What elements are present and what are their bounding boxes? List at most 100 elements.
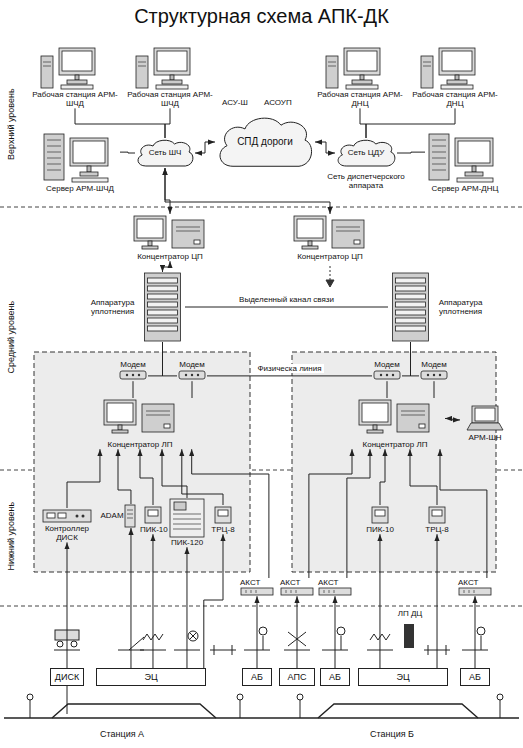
caption-group: АБ <box>251 672 263 682</box>
node-caption: Модем <box>419 360 449 369</box>
icon-dot <box>138 374 140 376</box>
symbol-line <box>190 633 197 640</box>
device-node: Сервер АРМ-ДНЦ <box>425 130 505 193</box>
icon-line <box>127 514 133 515</box>
akst-icon <box>458 587 492 596</box>
icon-part <box>41 56 53 88</box>
icon-dot <box>392 374 394 376</box>
symbol-line <box>263 636 264 650</box>
node-caption: ПИК-120 <box>168 538 206 547</box>
device-node: Модем <box>419 360 449 381</box>
caption-group: ТРЦ-8 <box>420 525 454 534</box>
caption-group: АКСТ <box>280 578 314 587</box>
caption-group: Модем <box>177 360 207 369</box>
akst-icon <box>318 587 352 596</box>
connector <box>410 449 437 505</box>
modem-icon <box>118 369 148 381</box>
icon-part <box>465 172 483 176</box>
node-caption: Модем <box>372 360 402 369</box>
icon-part <box>367 430 383 433</box>
icon-part <box>148 302 178 307</box>
connector <box>257 596 258 668</box>
icon-line <box>432 146 446 147</box>
device-node: АКСТ <box>458 578 492 596</box>
icon-part <box>61 85 93 89</box>
icon-part <box>148 326 178 331</box>
caption-group: ПИК-10 <box>140 525 166 534</box>
icon-part <box>375 510 385 516</box>
symbol-line <box>428 645 429 655</box>
connector <box>379 534 380 668</box>
network-cloud: Сеть ШЧ <box>135 138 195 168</box>
icon-line <box>127 518 133 519</box>
icon-line <box>286 590 287 593</box>
icon-part <box>332 220 364 248</box>
icon-part <box>47 513 55 518</box>
icon-part <box>396 278 426 283</box>
device-node: Концентратор ЦП <box>280 214 380 261</box>
device-node: ПИК-10 <box>140 505 166 534</box>
icon-part <box>72 178 108 182</box>
icon-line <box>176 227 200 228</box>
connector <box>192 381 193 398</box>
symbol-line <box>341 636 342 650</box>
icon-part <box>70 138 108 166</box>
icon-dot <box>380 374 382 376</box>
icon-line <box>138 66 146 67</box>
sensor-wire <box>67 686 68 714</box>
symbol-line <box>300 700 301 718</box>
node-caption: ЭЦ <box>396 672 409 682</box>
icon-dot <box>427 374 429 376</box>
caption-group: АКСТ <box>240 578 274 587</box>
icon-part <box>475 408 495 421</box>
caption-group: ЭЦ <box>396 672 409 682</box>
device-node: АКСТ <box>280 578 314 596</box>
node-caption: Модем <box>177 360 207 369</box>
symbol-line <box>232 645 233 655</box>
device-node: Аппаратура уплотнения <box>85 272 185 342</box>
node-caption: ПИК-10 <box>365 525 395 534</box>
level-label: Нижний уровень <box>6 476 16 596</box>
node-caption: Аппаратура уплотнения <box>85 298 140 316</box>
caption-group: ДИСК <box>55 672 79 682</box>
icon-dot <box>439 374 441 376</box>
icon-part <box>148 310 178 315</box>
connector <box>148 342 163 376</box>
icon-line <box>469 590 470 593</box>
icon-line <box>328 62 336 63</box>
signal-head <box>237 694 243 700</box>
caption-group: Контроллер ДИСК <box>38 524 96 542</box>
icon-line <box>176 231 200 232</box>
caption-group: АРМ-ШН <box>460 433 510 442</box>
ws-icon <box>410 46 500 90</box>
icon-part <box>472 406 498 423</box>
icon-part <box>218 510 228 516</box>
node-caption: АКСТ <box>280 578 314 587</box>
ws-icon <box>125 46 215 90</box>
signal-head <box>27 694 33 700</box>
connector <box>130 528 131 668</box>
icon-dot <box>126 374 128 376</box>
connector <box>397 152 425 154</box>
pik-icon <box>365 505 395 525</box>
caption-group: ПИК-10 <box>365 525 395 534</box>
connector <box>434 381 435 398</box>
annotation-label: Сеть диспетчерского аппарата <box>316 172 416 190</box>
modem-icon <box>419 369 449 381</box>
icon-line <box>291 590 292 593</box>
system-box: АБ <box>460 668 490 686</box>
station-tracks <box>4 686 519 718</box>
device-node: Концентратор ЛП <box>345 398 445 449</box>
system-box: АБ <box>320 668 350 686</box>
node-caption: Концентратор ЛП <box>85 440 195 449</box>
symbol-line <box>481 636 482 650</box>
icon-line <box>464 590 465 593</box>
connector <box>440 449 487 578</box>
icon-line <box>47 152 61 153</box>
track-signals <box>27 694 503 718</box>
icon-part <box>359 400 391 425</box>
node-caption: Рабочая станция АРМ-ДНЦ <box>315 90 405 108</box>
icon-part <box>347 51 377 71</box>
node-caption: АБ <box>251 672 263 682</box>
modem-icon <box>372 369 402 381</box>
